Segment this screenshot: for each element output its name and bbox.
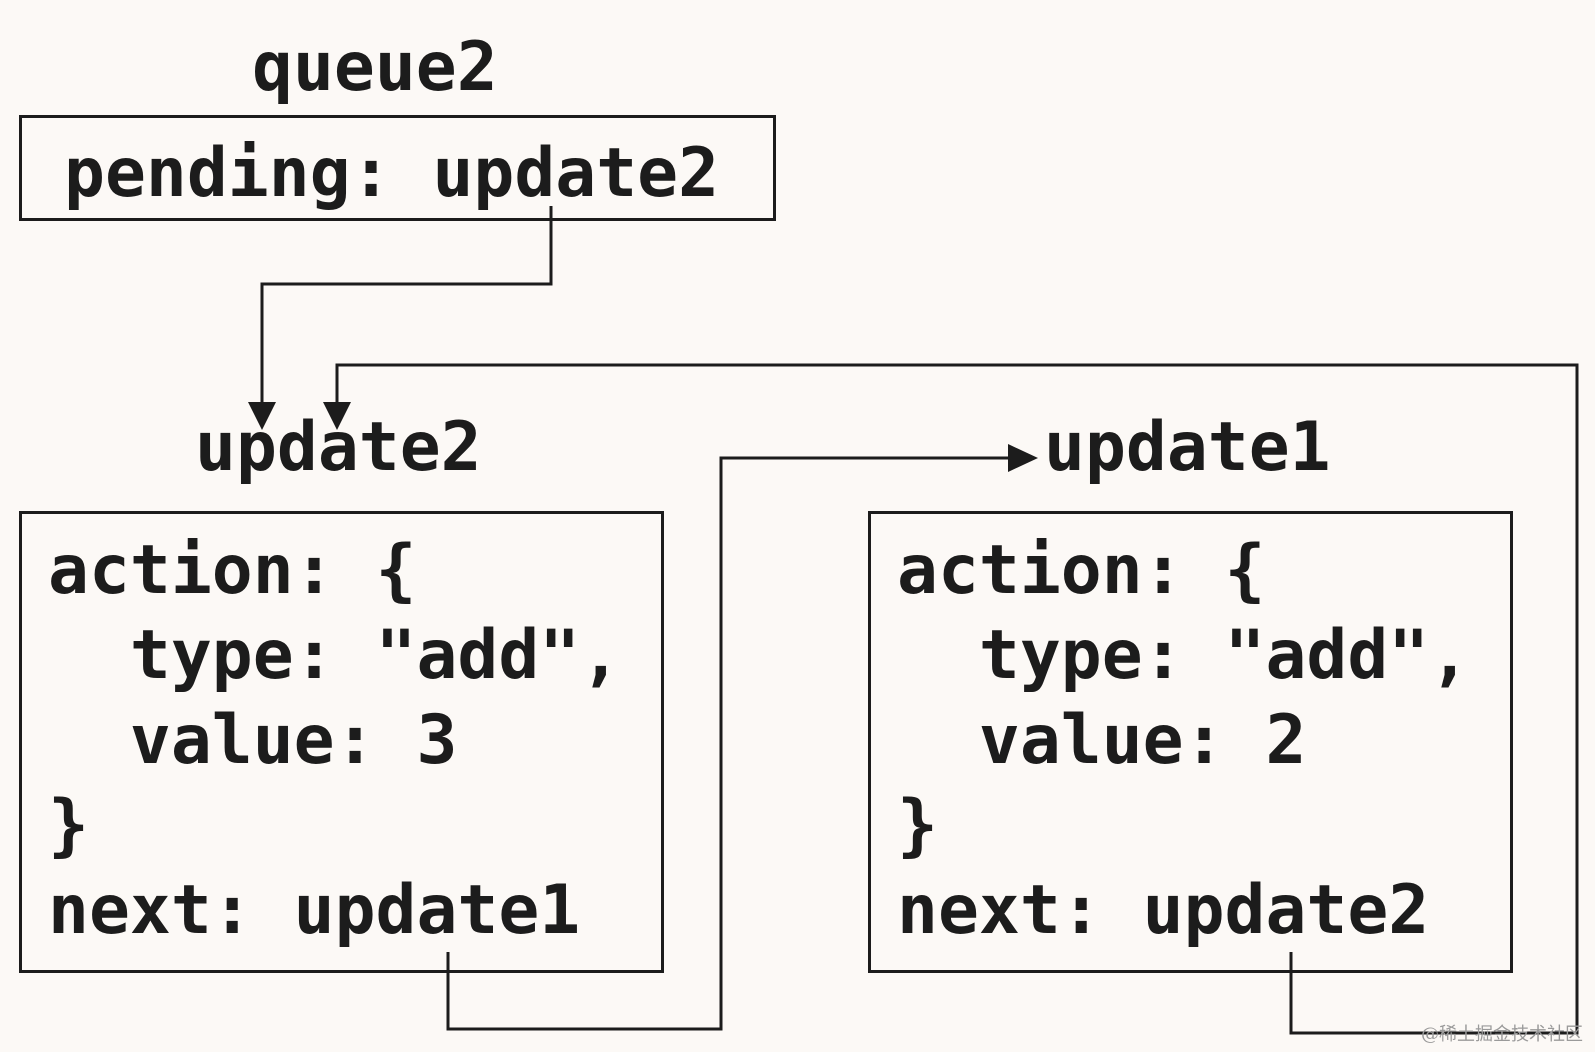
update1-value-field: value: 2 — [897, 701, 1307, 780]
update2-value-field: value: 3 — [48, 701, 458, 780]
watermark: @稀土掘金技术社区 — [1421, 1024, 1583, 1045]
update2-next-field: next: update1 — [48, 871, 581, 950]
arrow-pending-to-update2 — [260, 206, 553, 404]
update1-title: update1 — [1044, 408, 1331, 487]
update2-title: update2 — [195, 408, 482, 487]
queue-box: pending: update2 — [19, 115, 776, 221]
update1-next-field: next: update2 — [897, 871, 1430, 950]
update1-box: action: { type: "add", value: 2 } next: … — [868, 511, 1513, 973]
update2-action-open: action: { — [48, 531, 417, 610]
update1-action-open: action: { — [897, 531, 1266, 610]
queue-pending-field: pending: update2 — [64, 134, 720, 213]
update1-type-field: type: "add", — [897, 616, 1471, 695]
update2-type-field: type: "add", — [48, 616, 622, 695]
arrowhead-update2-next-to-update1 — [1008, 444, 1038, 472]
update2-box: action: { type: "add", value: 3 } next: … — [19, 511, 664, 973]
update1-action-close: } — [897, 786, 938, 865]
update2-action-close: } — [48, 786, 89, 865]
queue-title: queue2 — [252, 28, 498, 107]
